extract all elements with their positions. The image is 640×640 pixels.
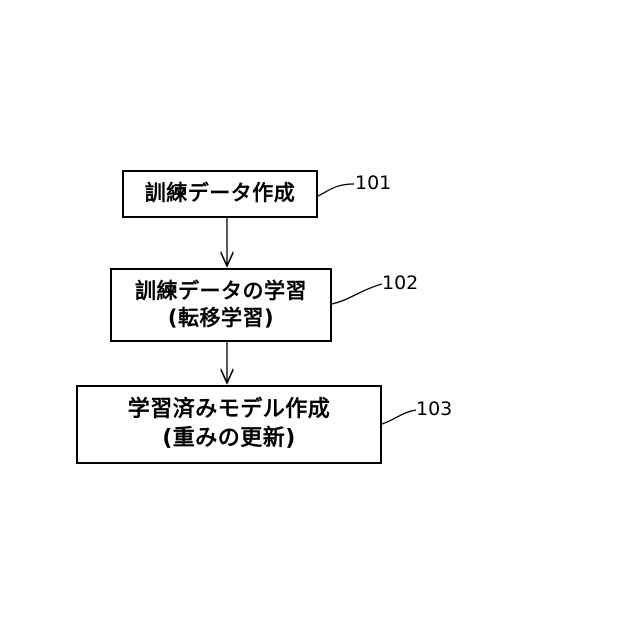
step-box-create-trained-model: 学習済みモデル作成 (重みの更新): [76, 385, 382, 464]
reference-numeral-102: 102: [382, 272, 418, 294]
leader-line-101: [318, 184, 354, 196]
reference-numeral-101: 101: [355, 172, 391, 194]
reference-numeral-103: 103: [416, 398, 452, 420]
leader-line-102: [332, 284, 382, 304]
step-box-learn-training-data: 訓練データの学習 (転移学習): [110, 268, 332, 342]
step-3-line-1: 学習済みモデル作成: [128, 396, 331, 425]
step-2-line-2: (転移学習): [168, 305, 274, 332]
step-1-line-1: 訓練データ作成: [145, 180, 296, 207]
step-box-create-training-data: 訓練データ作成: [122, 170, 318, 218]
step-2-line-1: 訓練データの学習: [135, 278, 307, 305]
step-3-line-2: (重みの更新): [162, 425, 296, 454]
leader-line-103: [382, 410, 416, 424]
